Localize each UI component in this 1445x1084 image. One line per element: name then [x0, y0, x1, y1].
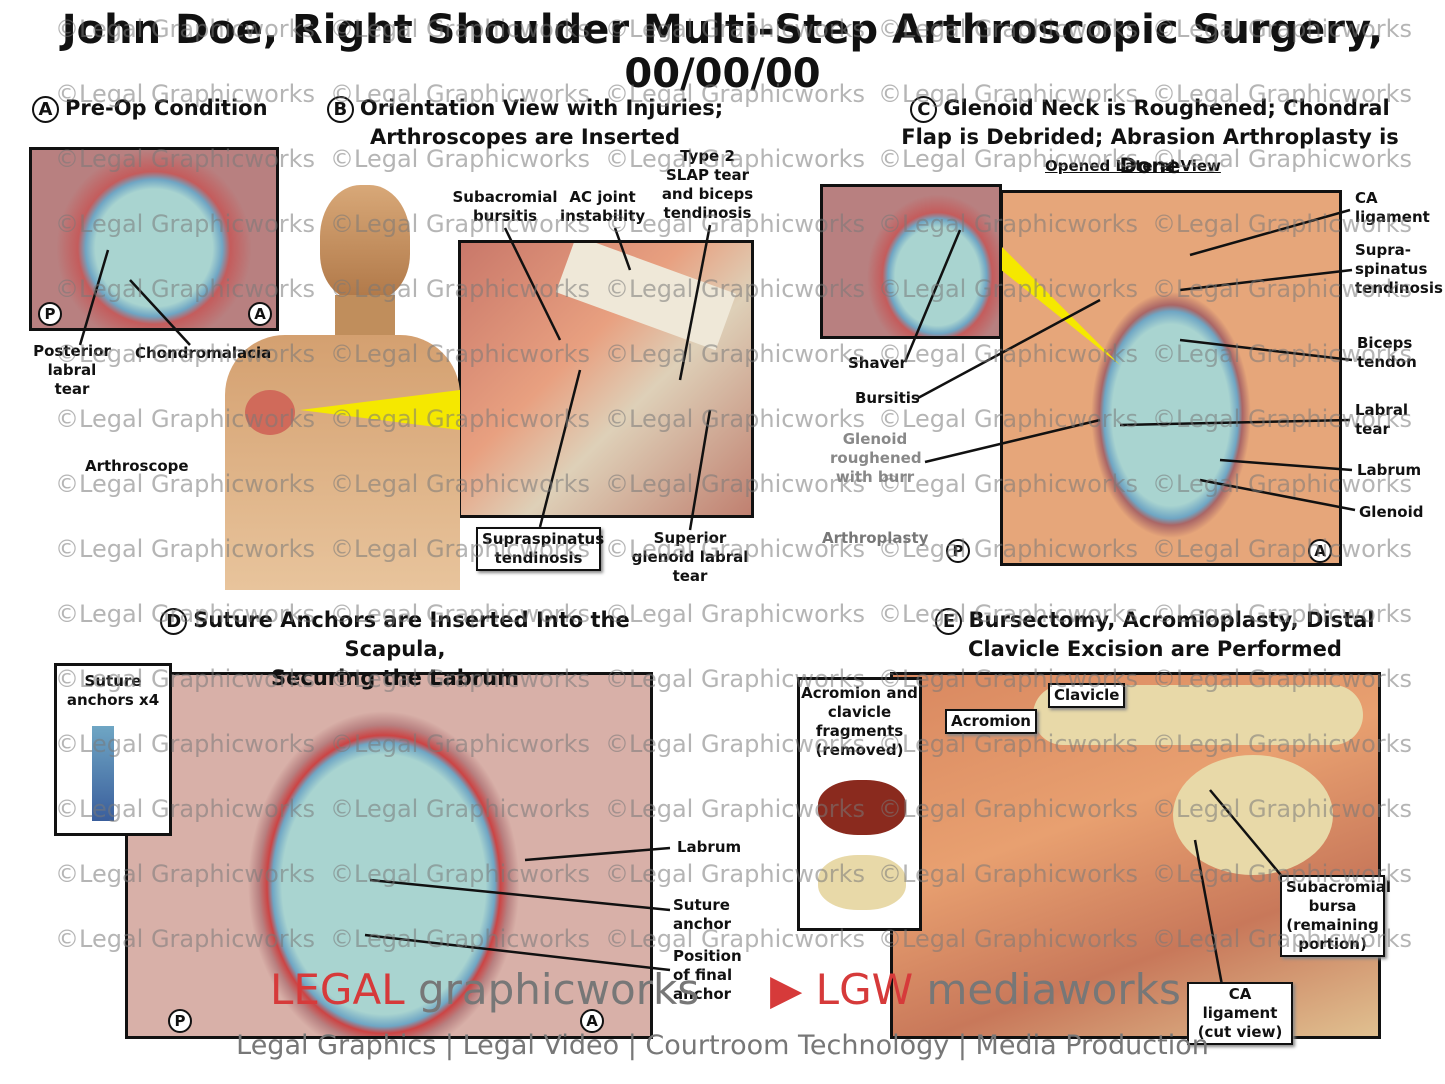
page-title: John Doe, Right Shoulder Multi-Step Arth… — [0, 8, 1445, 96]
panel-e-title-1: Bursectomy, Acromioplasty, Distal — [968, 608, 1375, 632]
label-arthroscope: Arthroscope — [85, 457, 189, 475]
panel-letter: D — [160, 607, 188, 635]
title-line2: 00/00/00 — [624, 51, 821, 97]
label-suture-anchors-x4: Suture anchors x4 — [66, 672, 160, 709]
logo-graphicworks: graphicworks — [417, 965, 700, 1014]
label-labrum: Labrum — [677, 838, 742, 856]
label-labrum: Labrum — [1357, 461, 1422, 479]
panel-d-title-2: Securing the Labrum — [271, 666, 519, 690]
label-glenoid: Glenoid — [1359, 503, 1424, 521]
anterior-marker: A — [248, 302, 272, 326]
legal-graphicworks-logo: LEGAL graphicworks — [270, 965, 699, 1014]
posterior-marker: P — [946, 539, 970, 563]
panel-d-title-1: Suture Anchors are Inserted Into the Sca… — [193, 608, 630, 661]
label-ca-ligament: CA ligament — [1355, 189, 1430, 226]
label-biceps-tendon: Biceps tendon — [1357, 334, 1417, 371]
panel-letter: E — [935, 607, 963, 635]
label-ca-ligament-cut: CA ligament (cut view) — [1187, 982, 1293, 1045]
label-final-anchor-position: Position of final anchor — [673, 947, 742, 1003]
panel-b-title-2: Arthroscopes are Inserted — [369, 125, 681, 149]
footer-tagline: Legal Graphics | Legal Video | Courtroom… — [236, 1030, 1209, 1061]
label-superior-glenoid-labral-tear: Superior glenoid labral tear — [631, 529, 749, 585]
removed-fragments-inset: Acromion and clavicle fragments (removed… — [797, 677, 922, 931]
panel-letter: A — [32, 95, 59, 123]
label-acromion: Acromion — [945, 709, 1037, 734]
posterior-marker: P — [38, 302, 62, 326]
panel-letter: C — [910, 95, 938, 123]
logo-lgw: LGW — [815, 965, 914, 1014]
label-supraspinatus-tendinosis: Supraspinatus tendinosis — [476, 527, 604, 571]
label-chondromalacia: Chondromalacia — [135, 344, 272, 362]
panel-e-title-2: Clavicle Excision are Performed — [968, 637, 1342, 661]
anterior-marker: A — [1308, 539, 1332, 563]
label-glenoid-roughened: Glenoid roughened with burr — [830, 430, 922, 486]
shaver-inset-illustration — [820, 184, 1002, 339]
panel-a-title-text: Pre-Op Condition — [65, 96, 268, 120]
title-line1: John Doe, Right Shoulder Multi-Step Arth… — [61, 7, 1384, 53]
logo-mediaworks: mediaworks — [926, 965, 1181, 1014]
lgw-mediaworks-logo: ▶ LGW mediaworks — [770, 965, 1181, 1014]
logo-legal: LEGAL — [270, 965, 405, 1014]
panel-letter: B — [326, 95, 354, 123]
lateral-view-illustration: A — [1000, 190, 1342, 566]
label-subacromial-bursitis: Subacromial bursitis — [452, 188, 558, 225]
suture-anchor-icon — [92, 726, 114, 821]
fragment-image — [818, 855, 906, 910]
label-opened-lateral-view: Opened Lateral View — [1045, 157, 1221, 175]
suture-anchor-inset: Suture anchors x4 — [54, 663, 172, 836]
label-shaver: Shaver — [848, 354, 907, 372]
posterior-marker: P — [168, 1009, 192, 1033]
label-subacromial-bursa: Subacromial bursa (remaining portion) — [1280, 875, 1391, 957]
fragment-image — [818, 780, 906, 835]
panel-c-title-2: Flap is Debrided; Abrasion Arthroplasty … — [901, 125, 1399, 178]
pre-op-glenoid-illustration: P A — [29, 147, 279, 331]
label-suture-anchor: Suture anchor — [673, 896, 732, 933]
label-clavicle: Clavicle — [1048, 683, 1126, 708]
label-labral-tear: Labral tear — [1355, 401, 1409, 438]
anterior-marker: A — [580, 1009, 604, 1033]
label-supraspinatus: Supra-spinatus tendinosis — [1355, 241, 1443, 297]
label-posterior-labral-tear: Posterior labral tear — [33, 342, 111, 398]
panel-b-title-1: Orientation View with Injuries; — [359, 96, 724, 120]
label-ac-joint-instability: AC joint instability — [560, 188, 646, 225]
panel-c-title-1: Glenoid Neck is Roughened; Chondral — [943, 96, 1390, 120]
patient-torso-illustration — [215, 185, 460, 590]
label-removed-fragments: Acromion and clavicle fragments (removed… — [801, 684, 918, 759]
label-bursitis: Bursitis — [855, 389, 920, 407]
injury-closeup-illustration — [458, 240, 754, 518]
label-arthroplasty: Arthroplasty — [822, 529, 929, 547]
label-slap-tear: Type 2 SLAP tear and biceps tendinosis — [661, 147, 754, 222]
